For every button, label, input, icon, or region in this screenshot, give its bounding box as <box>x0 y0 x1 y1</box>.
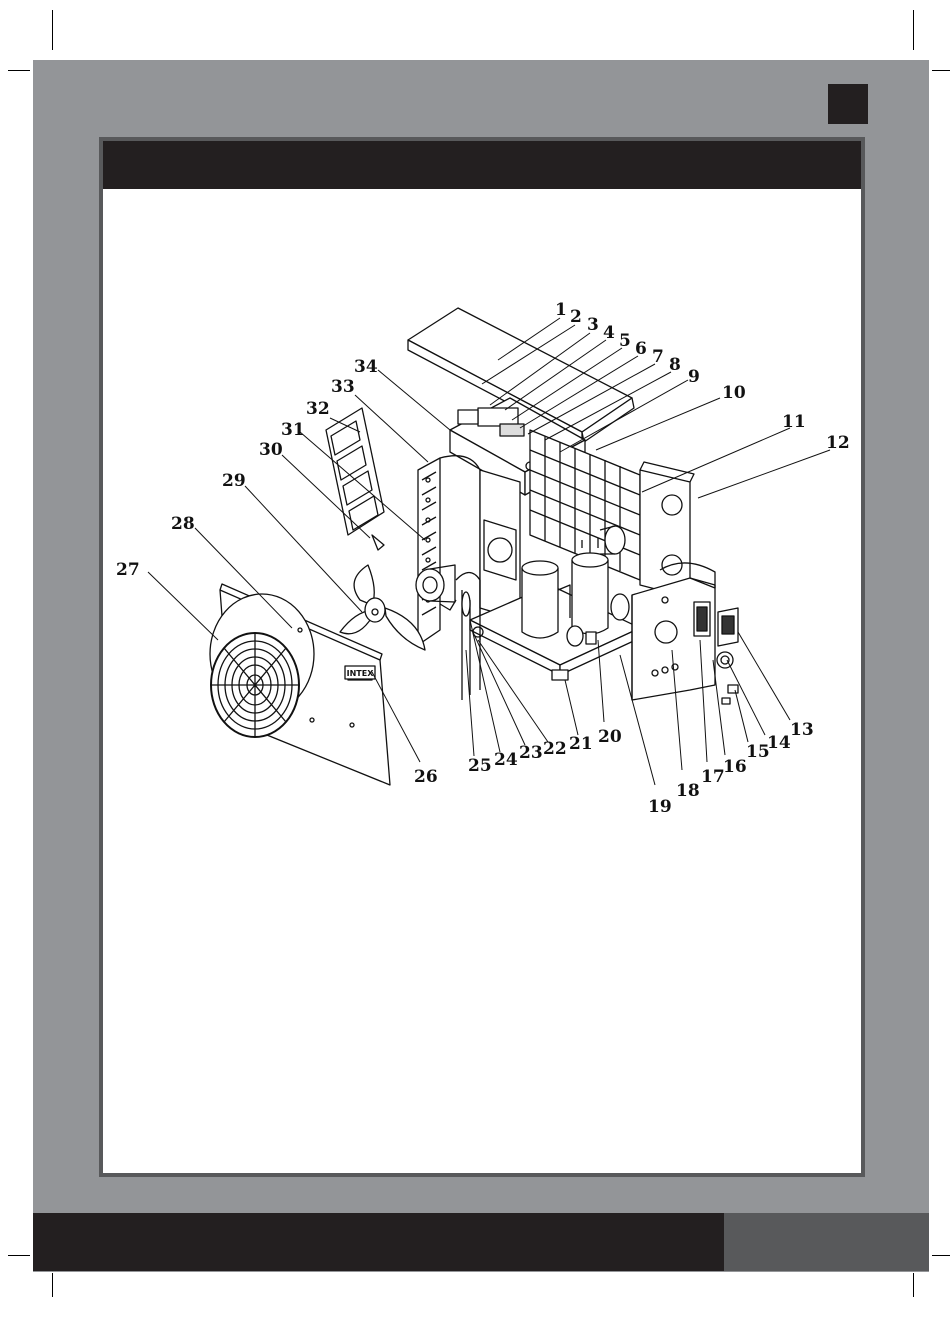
callout-24: 24 <box>494 750 518 770</box>
brand-plate: INTEX <box>345 666 375 679</box>
callout-23: 23 <box>519 743 543 763</box>
callout-14: 14 <box>767 733 791 753</box>
callout-27: 27 <box>116 560 140 580</box>
callout-13: 13 <box>790 720 814 740</box>
callout-7: 7 <box>652 347 664 367</box>
callout-33: 33 <box>331 377 355 397</box>
fan-guard <box>211 633 299 737</box>
partition-plate <box>480 470 520 620</box>
callout-12: 12 <box>826 433 850 453</box>
rear-side-panel <box>640 462 694 598</box>
callout-29: 29 <box>222 471 246 491</box>
callout-6: 6 <box>635 339 647 359</box>
callout-20: 20 <box>598 727 622 747</box>
callout-32: 32 <box>306 399 330 419</box>
callout-1: 1 <box>555 300 567 320</box>
callout-25: 25 <box>468 756 492 776</box>
callout-30: 30 <box>259 440 283 460</box>
callout-26: 26 <box>414 767 438 787</box>
expansion-valve <box>456 573 483 701</box>
callout-34: 34 <box>354 357 378 377</box>
evaporator <box>418 456 480 645</box>
callout-2: 2 <box>570 307 582 327</box>
callout-16: 16 <box>723 757 747 777</box>
callout-4: 4 <box>603 323 615 343</box>
brand-plate-text: INTEX <box>347 669 375 678</box>
callout-28: 28 <box>171 514 195 534</box>
callout-21: 21 <box>569 734 593 754</box>
callout-17: 17 <box>701 767 725 787</box>
callout-5: 5 <box>619 331 631 351</box>
callout-3: 3 <box>587 315 599 335</box>
callout-8: 8 <box>669 355 681 375</box>
callout-22: 22 <box>543 739 567 759</box>
callout-31: 31 <box>281 420 305 440</box>
controller-parts <box>717 608 738 704</box>
callout-10: 10 <box>722 383 746 403</box>
callout-9: 9 <box>688 367 700 387</box>
callout-11: 11 <box>782 412 806 432</box>
callout-15: 15 <box>746 742 770 762</box>
fan-blade <box>340 565 425 650</box>
callout-18: 18 <box>676 781 700 801</box>
callout-19: 19 <box>648 797 672 817</box>
